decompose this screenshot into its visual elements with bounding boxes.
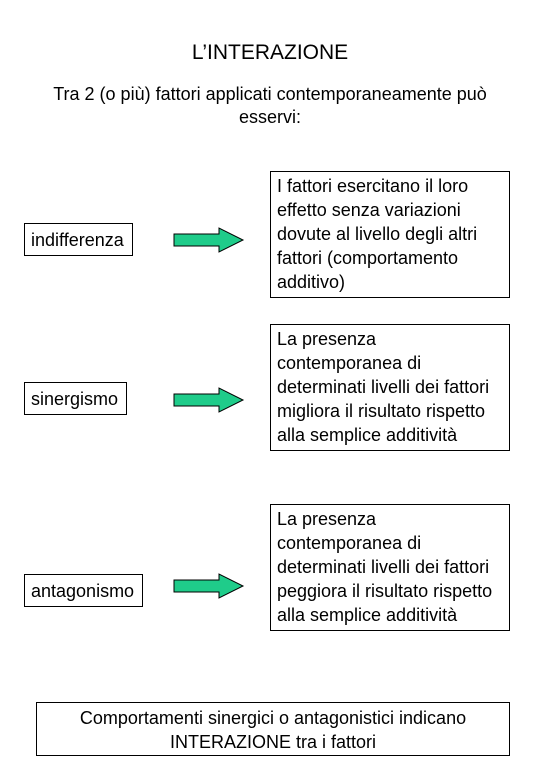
term-box-sinergismo: sinergismo [24, 382, 128, 415]
term-box-indifferenza: indifferenza [24, 223, 133, 256]
arrow-right-icon [173, 573, 245, 599]
intro-text: Tra 2 (o più) fattori applicati contempo… [53, 84, 487, 127]
description-box-indifferenza: I fattori esercitano il loro effetto sen… [270, 171, 510, 298]
description-box-antagonismo: La presenza contemporanea di determinati… [270, 504, 510, 631]
arrow-right-icon [173, 387, 245, 413]
page-title: L’INTERAZIONE [191, 41, 349, 64]
conclusion-box: Comportamenti sinergici o antagonistici … [36, 702, 510, 756]
term-box-antagonismo: antagonismo [24, 574, 144, 607]
arrow-right-icon [173, 227, 245, 253]
description-box-sinergismo: La presenza contemporanea di determinati… [270, 324, 510, 451]
